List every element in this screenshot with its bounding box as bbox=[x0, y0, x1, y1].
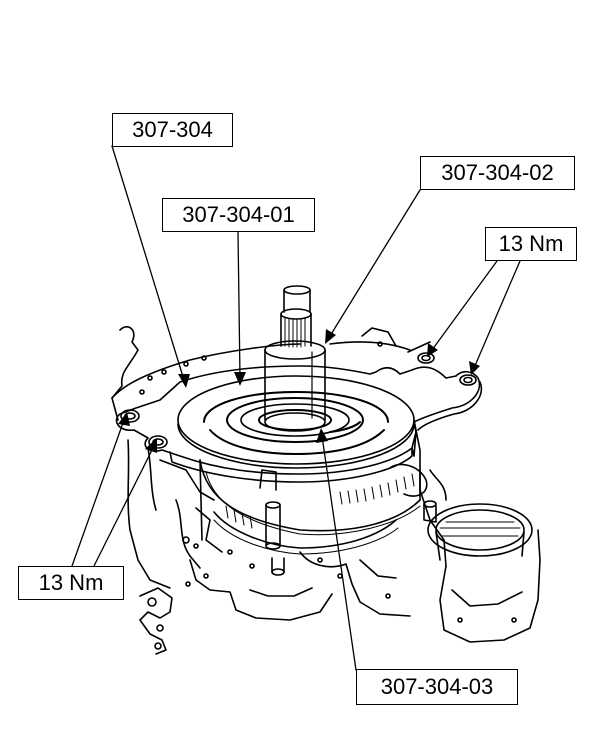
tool-plate bbox=[115, 352, 483, 483]
callout-tool-307-304: 307-304 bbox=[112, 113, 233, 147]
tool-shaft bbox=[264, 285, 326, 432]
callout-torque-right: 13 Nm bbox=[485, 227, 577, 261]
callout-tool-307-304-01: 307-304-01 bbox=[162, 198, 315, 232]
callout-tool-307-304-03: 307-304-03 bbox=[356, 669, 518, 705]
leader-lines bbox=[71, 145, 521, 671]
callout-torque-left: 13 Nm bbox=[18, 566, 124, 600]
clutch-drum bbox=[199, 459, 437, 576]
callout-tool-307-304-02: 307-304-02 bbox=[420, 156, 575, 190]
arrowheads bbox=[118, 329, 480, 453]
